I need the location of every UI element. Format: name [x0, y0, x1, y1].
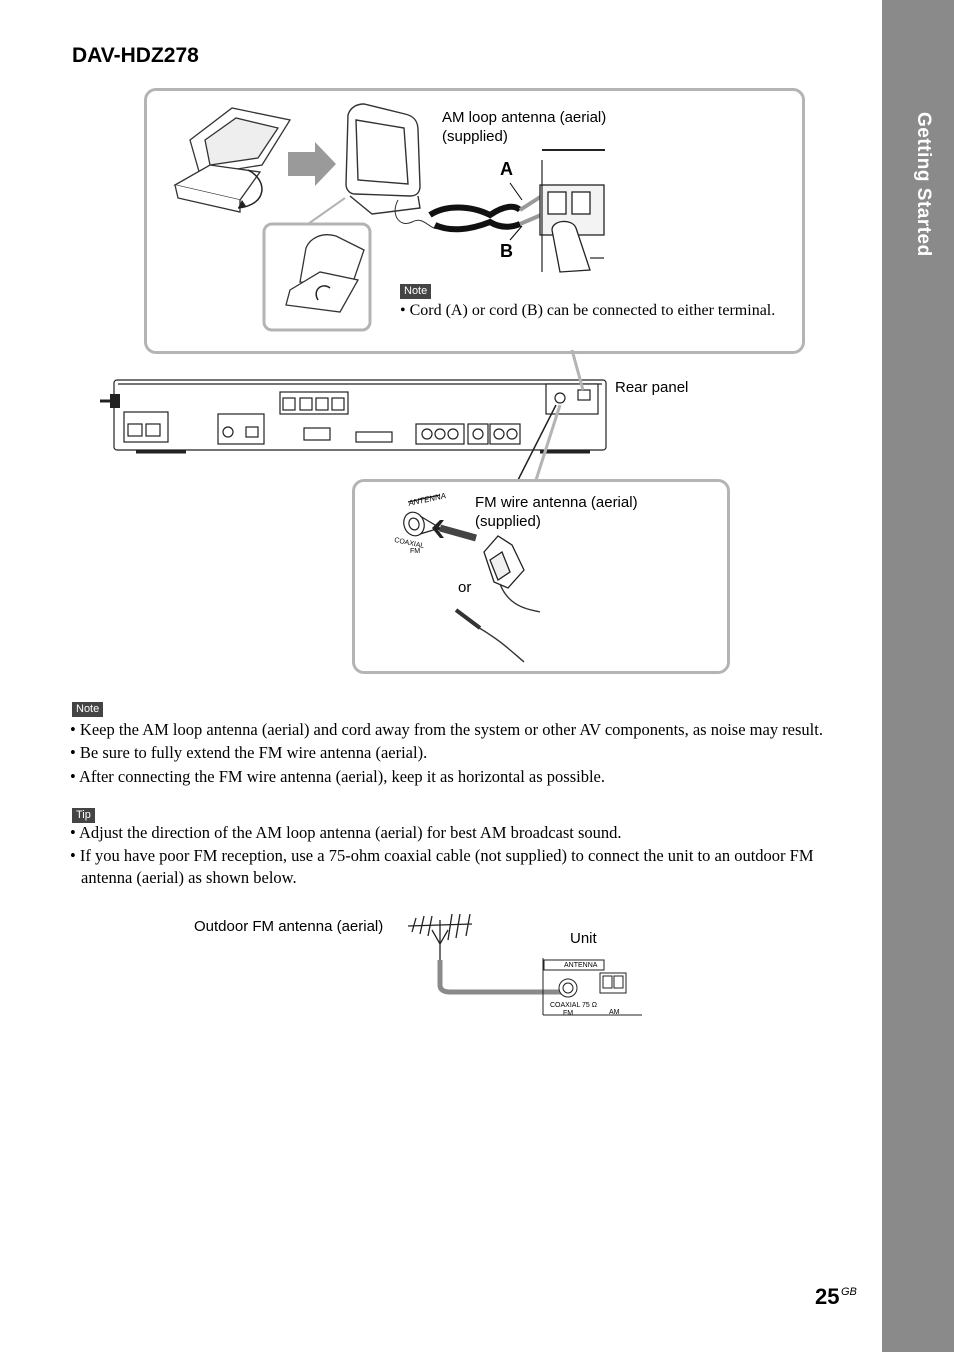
callout-note-text: • Cord (A) or cord (B) can be connected … — [400, 302, 776, 319]
bottom-antenna-title: ANTENNA — [564, 962, 598, 969]
callout-note-badge: Note — [400, 284, 432, 299]
am-antenna-label: AM loop antenna (aerial) (supplied) — [442, 109, 607, 145]
note-item-1: • Keep the AM loop antenna (aerial) and … — [70, 720, 823, 739]
fm-antenna-illustration — [403, 494, 541, 663]
note-badge: Note — [72, 702, 104, 717]
fm-jack-label: FM — [410, 548, 421, 555]
note-item-3: • After connecting the FM wire antenna (… — [70, 767, 605, 786]
rear-panel-illustration — [100, 349, 607, 481]
or-label: or — [458, 579, 472, 596]
unit-label: Unit — [570, 930, 597, 947]
bottom-am-label: AM — [609, 1009, 620, 1016]
fm-antenna-callout — [352, 479, 730, 674]
tip-badge: Tip — [72, 808, 95, 823]
cord-b-label: B — [500, 241, 513, 261]
outdoor-antenna-label: Outdoor FM antenna (aerial) — [194, 918, 384, 935]
fm-antenna-label: FM wire antenna (aerial) (supplied) — [475, 494, 638, 530]
section-tab — [882, 0, 954, 1352]
cord-a-label: A — [500, 159, 513, 179]
bottom-coaxial-label: COAXIAL 75 Ω — [550, 1002, 597, 1009]
tip-item-1: • Adjust the direction of the AM loop an… — [70, 823, 622, 842]
page-number: 25 — [815, 1284, 840, 1309]
rear-panel-label: Rear panel — [615, 379, 689, 396]
model-title: DAV-HDZ278 — [72, 44, 199, 67]
am-antenna-illustration — [173, 103, 605, 332]
note-item-2: • Be sure to fully extend the FM wire an… — [70, 743, 428, 762]
tip-item-2: • If you have poor FM reception, use a 7… — [70, 846, 814, 887]
page-suffix: GB — [841, 1286, 857, 1298]
bottom-fm-label: FM — [563, 1010, 574, 1017]
section-tab-label: Getting Started — [913, 112, 934, 257]
